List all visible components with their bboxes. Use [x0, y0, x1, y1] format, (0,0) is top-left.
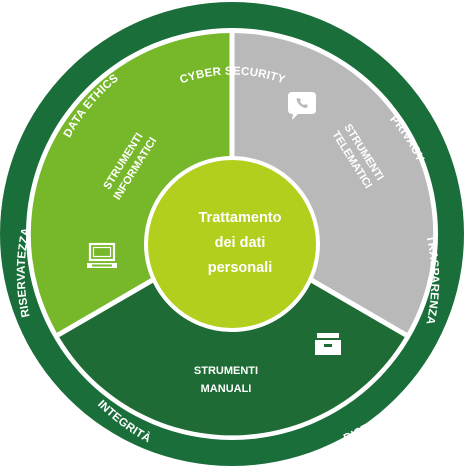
ring-label-riservatezza: RISERVATEZZA: [16, 227, 33, 319]
manuali-line-2: MANUALI: [201, 383, 252, 395]
filing-box-icon: [315, 333, 341, 355]
center-line-1: Trattamento: [199, 210, 282, 226]
segment-strumenti-manuali: [58, 234, 406, 436]
laptop-icon: [87, 242, 117, 268]
ring-label-trasparenza: TRASPARENZA: [423, 234, 440, 325]
phone-chat-icon: [288, 92, 316, 120]
center-line-2: dei dati: [215, 235, 266, 251]
center-line-3: personali: [208, 260, 272, 276]
manuali-line-1: STRUMENTI: [194, 365, 258, 377]
center-circle: [144, 156, 320, 332]
